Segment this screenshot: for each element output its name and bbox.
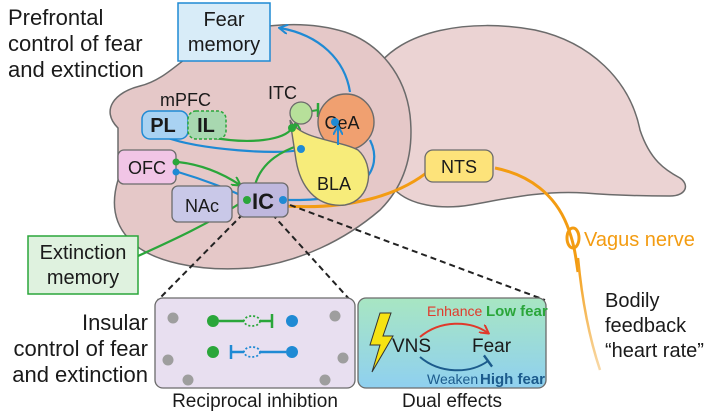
nac-label: NAc <box>185 196 219 216</box>
weaken-inhibit-line <box>419 354 494 372</box>
blue-neuron-dot <box>286 346 298 358</box>
blue-neuron-dot <box>286 315 298 327</box>
dash-ic-to-dual <box>289 204 546 301</box>
weaken-label: Weaken <box>427 371 478 387</box>
ofc-node: OFC <box>117 149 177 185</box>
vns-label: VNS <box>392 336 431 357</box>
il-node: IL <box>187 110 227 140</box>
enhance-label: Enhance <box>427 303 482 319</box>
reciprocal-inhibition-panel <box>154 297 356 389</box>
low-fear-label: Low fear <box>486 303 548 320</box>
prefrontal-line-1: Prefrontal <box>8 5 103 30</box>
extinction-memory-box: Extinction memory <box>27 235 139 295</box>
ofc-to-ic-arrow <box>177 160 240 185</box>
itc-synapse-dot <box>288 124 296 132</box>
il-label: IL <box>197 115 215 137</box>
enhance-arrow <box>419 322 488 338</box>
reciprocal-label: Reciprocal inhibtion <box>172 391 338 412</box>
fear-memory-line-1: Fear <box>203 9 244 31</box>
nts-label: NTS <box>441 157 477 177</box>
cea-to-fear-memory-arrow <box>280 28 352 93</box>
vagus-nerve-tail <box>576 257 602 371</box>
bodily-line-2: feedback <box>605 315 687 337</box>
nac-node: NAc <box>171 185 233 223</box>
bodily-line-3: “heart rate” <box>605 340 704 362</box>
dual-effects-panel: VNS Fear Enhance Low fear Weaken High fe… <box>357 297 548 389</box>
insular-title: Insular control of fear and extinction <box>12 310 148 387</box>
dash-ic-to-reciprocal-left <box>157 213 244 301</box>
gray-neuron-dot <box>319 374 331 386</box>
extinction-line-1: Extinction <box>40 242 127 264</box>
pl-node: PL <box>141 110 189 140</box>
extinction-line-2: memory <box>47 267 119 289</box>
vagus-ganglion-icon <box>565 226 581 250</box>
bla-cea-synapse-dot <box>331 118 339 126</box>
gray-neuron-dot <box>329 310 341 322</box>
vagus-nerve-label: Vagus nerve <box>584 229 695 251</box>
insular-line-1: Insular <box>82 310 148 335</box>
il-to-itc-connection <box>209 127 293 142</box>
gray-neuron-dot <box>182 374 194 386</box>
bla-label: BLA <box>317 174 351 194</box>
high-fear-label: High fear <box>480 371 545 388</box>
vagus-nerve-fiber <box>494 166 580 273</box>
ic-blue-dot <box>279 196 287 204</box>
itc-node <box>289 101 313 125</box>
bla-node: BLA <box>289 119 370 206</box>
ofc-to-bla-connection <box>177 170 241 196</box>
dual-effects-label: Dual effects <box>402 391 502 412</box>
pl-bla-synapse-dot <box>297 145 305 153</box>
bodily-feedback-label: Bodily feedback “heart rate” <box>605 290 704 362</box>
fear-memory-line-2: memory <box>188 34 260 56</box>
fear-memory-box: Fear memory <box>177 2 271 62</box>
cea-label: CeA <box>324 113 359 133</box>
gray-neuron-dot <box>162 354 174 366</box>
nts-node: NTS <box>424 149 494 183</box>
gray-neuron-dot <box>167 312 179 324</box>
mpfc-label: mPFC <box>160 90 211 110</box>
ofc-label: OFC <box>128 158 166 178</box>
bodily-line-1: Bodily <box>605 290 659 312</box>
insular-line-2: control of fear <box>13 336 148 361</box>
ofc-blue-dot <box>172 168 180 176</box>
ofc-green-dot <box>172 158 180 166</box>
prefrontal-line-2: control of fear <box>8 31 143 56</box>
nts-to-ic-pathway <box>284 168 431 209</box>
prefrontal-line-3: and extinction <box>8 57 144 82</box>
fear-label: Fear <box>472 336 512 357</box>
pl-to-bla-connection <box>164 135 299 154</box>
itc-label: ITC <box>268 83 297 103</box>
gray-neuron-dot <box>337 352 349 364</box>
insular-line-3: and extinction <box>12 362 148 387</box>
prefrontal-title: Prefrontal control of fear and extinctio… <box>8 5 144 82</box>
ic-green-dot <box>243 196 251 204</box>
ic-label: IC <box>252 189 274 214</box>
lightning-bolt-icon <box>369 312 394 373</box>
green-neuron-dot <box>207 346 219 358</box>
ic-node: IC <box>237 182 289 218</box>
pl-label: PL <box>150 115 176 137</box>
green-neuron-dot <box>207 315 219 327</box>
